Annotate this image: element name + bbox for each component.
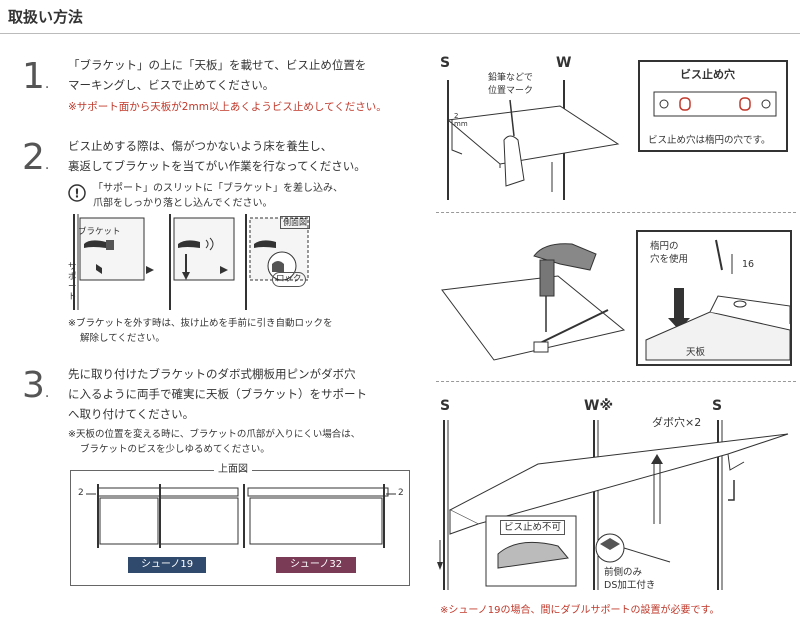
model-badge-32: シューノ32 xyxy=(276,557,356,573)
step1-number: 1. xyxy=(22,56,50,97)
step1-number-text: 1 xyxy=(22,56,45,97)
step1-note: ※サポート面から天板が2mm以上あくようビス止めしてください。 xyxy=(68,101,387,113)
oval-note-line2: 穴を使用 xyxy=(650,254,689,265)
divider-1 xyxy=(436,212,796,213)
step2-note-line2: 解除してください。 xyxy=(80,333,165,344)
front-only-line2: DS加工付き xyxy=(604,580,656,591)
topview-title: 上面図 xyxy=(214,463,252,476)
screw-hole-diagram xyxy=(653,91,777,117)
pencil-note-line2: 位置マーク xyxy=(488,86,534,96)
step2-line1: ビス止めする際は、傷がつかないよう床を養生し、 xyxy=(68,139,333,153)
page-title: 取扱い方法 xyxy=(8,8,84,26)
dim-16: 16 xyxy=(742,259,755,270)
step3-line1: 先に取り付けたブラケットのダボ式棚板用ピンがダボ穴 xyxy=(68,367,356,381)
fig-lock-label: ロック xyxy=(272,272,306,287)
front-only-line1: 前側のみ xyxy=(604,567,643,578)
oval-hole-inset xyxy=(636,230,792,366)
bottom-note: ※シューノ19の場合、間にダブルサポートの設置が必要です。 xyxy=(440,605,720,616)
step3-note-line2: ブラケットのビスを少しゆるめてください。 xyxy=(80,444,270,455)
fig-side-label: 側面図 xyxy=(280,216,310,229)
divider-2 xyxy=(436,381,796,382)
screw-hole-caption: ビス止め穴は楕円の穴です。 xyxy=(648,135,771,146)
step2-number: 2. xyxy=(22,137,50,178)
shelf-marking-figure xyxy=(446,80,620,200)
fig3-s-left-label: S xyxy=(440,398,451,414)
oval-note-line1: 楕円の xyxy=(650,241,679,252)
fig3-w-label: W※ xyxy=(584,398,614,414)
fig-bracket-label: ブラケット xyxy=(78,227,121,237)
warning-icon: ! xyxy=(68,184,86,202)
oval-hole-diagram xyxy=(645,239,791,361)
topview-diagram xyxy=(86,484,396,548)
title-divider xyxy=(0,33,800,34)
step2-note-line1: ※ブラケットを外す時は、抜け止めを手前に引き自動ロックを xyxy=(68,318,333,329)
dim-2mm: 2 mm xyxy=(454,112,468,128)
step2-warning-line1: 「サポート」のスリットに「ブラケット」を差し込み、 xyxy=(93,183,343,194)
pencil-note-line1: 鉛筆などで xyxy=(488,73,533,83)
step3-text: 先に取り付けたブラケットのダボ式棚板用ピンがダボ穴 に入るように両手で確実に天板… xyxy=(68,364,367,424)
oval-hole-note: 楕円の 穴を使用 xyxy=(650,240,688,266)
step3-note-line1: ※天板の位置を変える時に、ブラケットの爪部が入りにくい場合は、 xyxy=(68,429,361,440)
step3-note: ※天板の位置を変える時に、ブラケットの爪部が入りにくい場合は、 ブラケットのビス… xyxy=(68,427,360,457)
fig-support-label: サポート xyxy=(68,262,77,302)
step2-warning: 「サポート」のスリットに「ブラケット」を差し込み、 爪部をしっかり落とし込んでく… xyxy=(93,181,343,211)
step1-line2: マーキングし、ビスで止めてください。 xyxy=(68,78,275,92)
fig1-w-label: W xyxy=(556,55,572,71)
step2-note: ※ブラケットを外す時は、抜け止めを手前に引き自動ロックを 解除してください。 xyxy=(68,316,332,346)
pencil-note: 鉛筆などで 位置マーク xyxy=(488,72,533,98)
screw-hole-title: ビス止め穴 xyxy=(680,68,735,81)
step3-line2: に入るように両手で確実に天板（ブラケット）をサポート xyxy=(68,387,367,401)
step1-line1: 「ブラケット」の上に「天板」を載せて、ビス止め位置を xyxy=(68,58,367,72)
screw-hole-inset xyxy=(638,60,788,152)
step3-line3: へ取り付けてください。 xyxy=(68,407,195,421)
fig1-s-label: S xyxy=(440,55,451,71)
no-screw-label: ビス止め不可 xyxy=(500,520,566,535)
tenban-label: 天板 xyxy=(686,347,706,358)
step3-number: 3. xyxy=(22,365,50,406)
dim-right: 2 xyxy=(398,488,404,498)
model-badge-19: シューノ19 xyxy=(128,557,206,573)
step2-number-text: 2 xyxy=(22,137,45,178)
fig3-s-right-label: S xyxy=(712,398,723,414)
step2-text: ビス止めする際は、傷がつかないよう床を養生し、 裏返してブラケットを当てがい作業… xyxy=(68,136,366,176)
dim-left: 2 xyxy=(78,488,84,498)
step1-text: 「ブラケット」の上に「天板」を載せて、ビス止め位置を マーキングし、ビスで止めて… xyxy=(68,55,366,95)
drill-figure xyxy=(441,243,626,361)
svg-text:!: ! xyxy=(74,187,79,201)
dabo-hole-label: ダボ穴×2 xyxy=(652,416,702,429)
step2-line2: 裏返してブラケットを当てがい作業を行なってください。 xyxy=(68,159,366,173)
step3-number-text: 3 xyxy=(22,365,45,406)
front-only-note: 前側のみ DS加工付き xyxy=(604,566,655,592)
step2-warning-line2: 爪部をしっかり落とし込んでください。 xyxy=(93,198,273,209)
